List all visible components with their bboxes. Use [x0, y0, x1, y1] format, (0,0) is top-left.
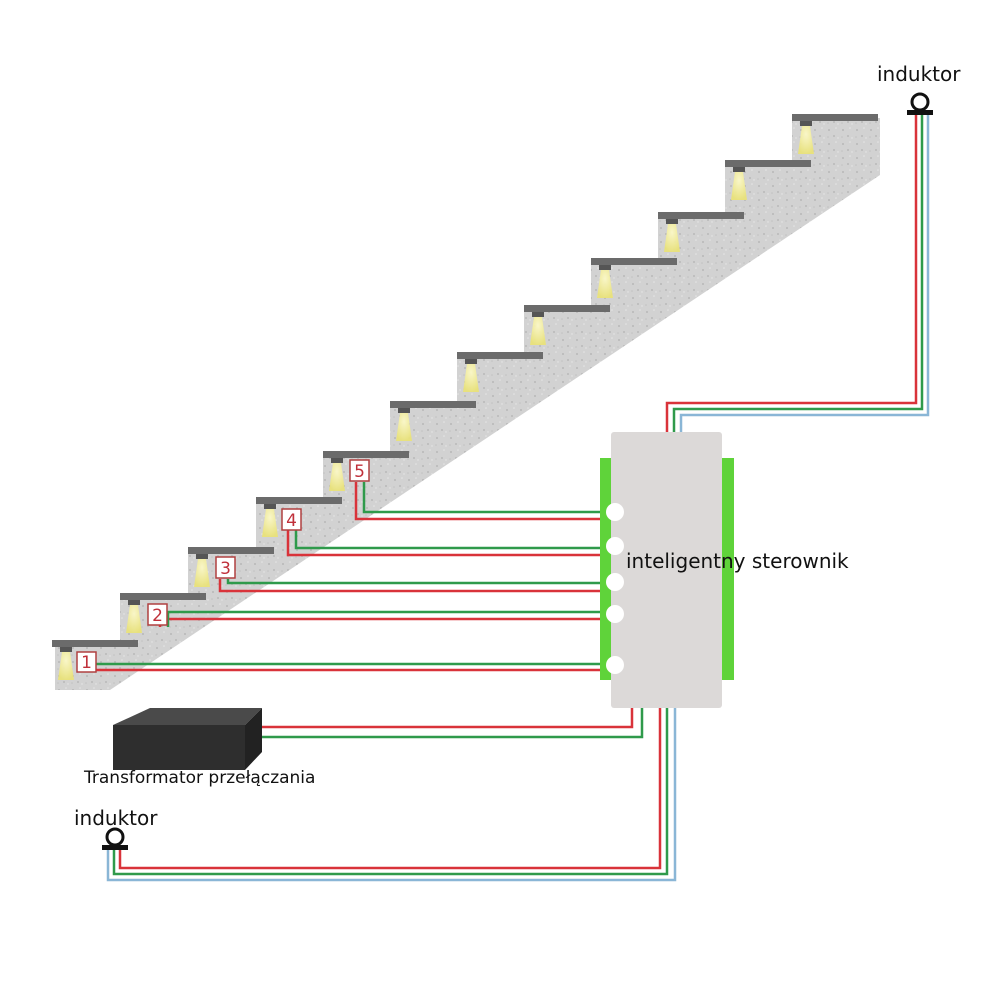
- step-wires: [78, 482, 615, 672]
- step-2-wire-green: [166, 610, 615, 627]
- step-lamp: [126, 600, 142, 633]
- step-lamp: [262, 504, 278, 537]
- step-lamps: [58, 121, 814, 680]
- controller-port-4: [606, 537, 624, 555]
- stair-tread: [323, 451, 409, 458]
- step-lamp: [329, 458, 345, 491]
- step-number-1: 1: [76, 651, 97, 673]
- svg-text:1: 1: [81, 653, 92, 673]
- step-4-wire-red: [286, 530, 615, 557]
- svg-text:3: 3: [220, 559, 231, 579]
- transformer-wires: [262, 708, 644, 739]
- step-lamp: [194, 554, 210, 587]
- controller-left-rail: [600, 458, 612, 680]
- stair-tread: [658, 212, 744, 219]
- transformer: [113, 708, 262, 770]
- step-lamp: [798, 121, 814, 154]
- controller-body: [611, 432, 722, 708]
- controller-label: inteligentny sterownik: [626, 549, 849, 573]
- step-number-4: 4: [281, 508, 302, 531]
- inductor-top-label: induktor: [877, 62, 961, 86]
- step-lamp: [58, 647, 74, 680]
- stair-tread: [120, 593, 206, 600]
- step-number-3: 3: [215, 556, 236, 579]
- bottom-inductor-wires: [106, 708, 677, 882]
- transformer-wire-green: [262, 708, 644, 739]
- transformer-label: Transformator przełączania: [84, 768, 316, 788]
- bottom-wire-red: [118, 708, 662, 870]
- step-2-wire-red: [158, 617, 615, 627]
- step-lamp: [463, 359, 479, 392]
- stair-tread: [390, 401, 476, 408]
- stair-tread: [52, 640, 138, 647]
- step-3-wire-red: [218, 579, 615, 593]
- controller-port-1: [606, 656, 624, 674]
- controller: [600, 432, 734, 708]
- stair-tread: [591, 258, 677, 265]
- stair-tread: [725, 160, 811, 167]
- step-5-wire-green: [362, 482, 615, 514]
- top-wire-red: [665, 115, 918, 432]
- step-lamp: [664, 219, 680, 252]
- step-5-wire-red: [354, 482, 615, 521]
- svg-text:5: 5: [354, 462, 365, 482]
- transformer-wire-red: [262, 708, 634, 729]
- bottom-wire-green: [112, 708, 669, 876]
- step-number-2: 2: [147, 603, 168, 626]
- bottom-wire-blue: [106, 708, 677, 882]
- step-lamp: [530, 312, 546, 345]
- stair-tread: [792, 114, 878, 121]
- top-inductor-wires: [665, 115, 930, 432]
- stair-tread: [457, 352, 543, 359]
- stair-treads: [52, 114, 878, 647]
- stair-tread: [256, 497, 342, 504]
- inductor-bottom-label: induktor: [74, 806, 158, 830]
- step-lamp: [597, 265, 613, 298]
- top-wire-blue: [679, 115, 930, 432]
- svg-text:2: 2: [152, 606, 163, 626]
- step-lamp: [731, 167, 747, 200]
- svg-text:4: 4: [286, 511, 297, 531]
- controller-port-5: [606, 503, 624, 521]
- step-number-5: 5: [349, 459, 370, 482]
- stair-tread: [524, 305, 610, 312]
- step-4-wire-green: [294, 530, 615, 550]
- step-lamp: [396, 408, 412, 441]
- step-3-wire-green: [226, 579, 615, 585]
- stair-tread: [188, 547, 274, 554]
- bottom-inductor-icon: [102, 827, 128, 850]
- step-number-boxes: 1 2 3 4 5: [76, 459, 370, 673]
- top-wire-green: [672, 115, 924, 432]
- controller-port-3: [606, 573, 624, 591]
- top-inductor-icon: [907, 92, 933, 115]
- controller-right-rail: [722, 458, 734, 680]
- controller-port-2: [606, 605, 624, 623]
